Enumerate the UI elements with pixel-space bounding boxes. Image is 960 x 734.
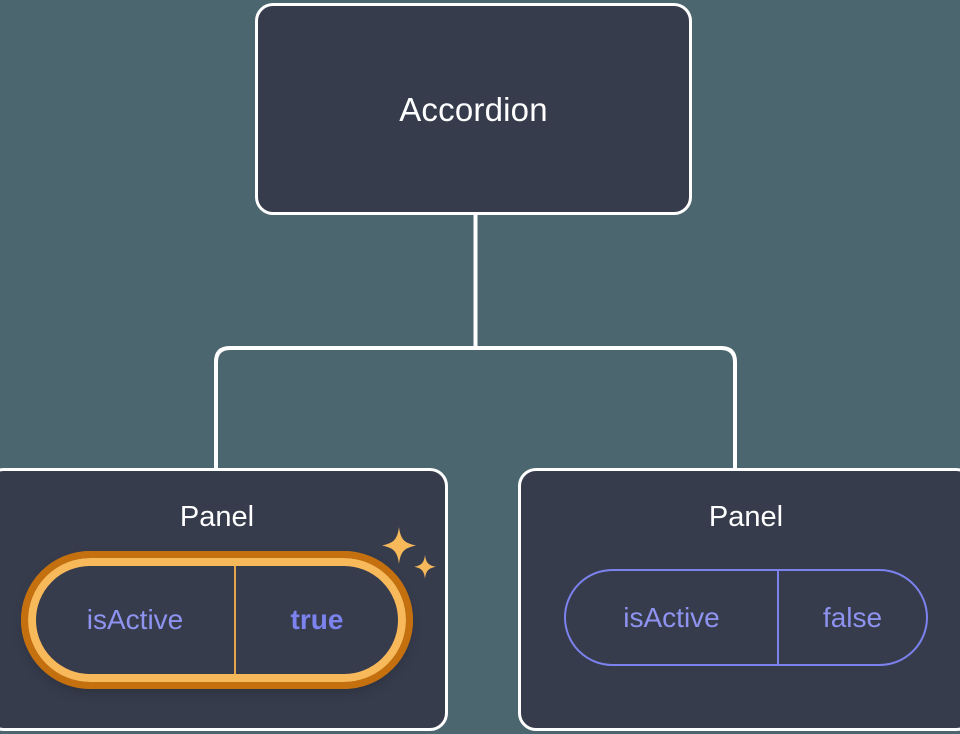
- node-panel-inactive[interactable]: Panel isActive false: [518, 468, 960, 731]
- node-panel-active-label: Panel: [179, 501, 255, 533]
- node-accordion[interactable]: Accordion: [255, 3, 692, 215]
- node-panel-active[interactable]: Panel isActive true: [0, 468, 448, 731]
- edge-branch-bus: [214, 346, 737, 470]
- prop-key: isActive: [36, 566, 236, 674]
- prop-value: false: [822, 601, 883, 633]
- prop-pill-is-active-false[interactable]: isActive false: [564, 569, 928, 666]
- node-panel-inactive-label: Panel: [708, 501, 784, 533]
- prop-pill-active-wrapper: isActive true: [21, 527, 436, 689]
- prop-pill-is-active-true[interactable]: isActive true: [21, 551, 413, 689]
- node-accordion-label: Accordion: [399, 90, 548, 128]
- prop-key: isActive: [566, 571, 779, 664]
- prop-value: true: [290, 604, 344, 635]
